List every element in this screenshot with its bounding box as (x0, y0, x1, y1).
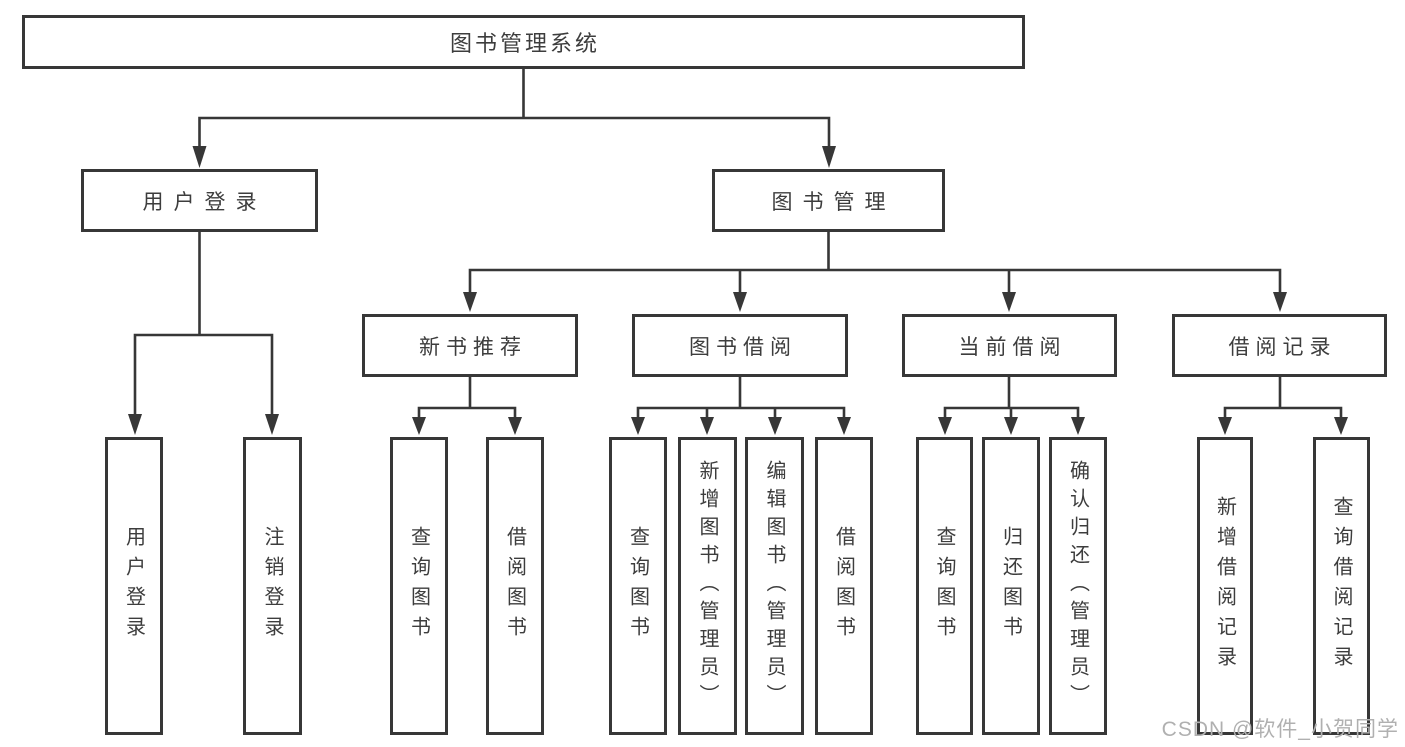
connector-new-book-recommend (417, 374, 517, 421)
node-leaf-query-borrow-record: 查询借阅记录 (1313, 437, 1370, 735)
node-book-borrow: 图书借阅 (632, 314, 848, 377)
connector-current-borrow (943, 374, 1080, 421)
node-leaf-borrow-books-2: 借阅图书 (815, 437, 873, 735)
node-leaf-add-borrow-record: 新增借阅记录 (1197, 437, 1253, 735)
node-user-login-branch: 用户登录 (81, 169, 318, 232)
node-leaf-user-login: 用户登录 (105, 437, 163, 735)
node-leaf-query-books-1: 查询图书 (390, 437, 448, 735)
node-borrow-record: 借阅记录 (1172, 314, 1387, 377)
node-book-management-branch: 图书管理 (712, 169, 945, 232)
node-leaf-return-book: 归还图书 (982, 437, 1040, 735)
node-leaf-confirm-return-admin: 确认归还（管理员） (1049, 437, 1107, 735)
connector-book-borrow (636, 374, 846, 421)
arrowheads (128, 146, 1348, 435)
node-library-management-system: 图书管理系统 (22, 15, 1025, 69)
node-leaf-query-books-3: 查询图书 (916, 437, 973, 735)
node-leaf-query-books-2: 查询图书 (609, 437, 667, 735)
connector-root (198, 67, 831, 150)
node-leaf-logout: 注销登录 (243, 437, 302, 735)
csdn-watermark: CSDN @软件_小贺同学 (1161, 718, 1399, 741)
connector-borrow-record (1223, 374, 1343, 421)
node-new-book-recommend: 新书推荐 (362, 314, 578, 377)
node-leaf-borrow-books-1: 借阅图书 (486, 437, 544, 735)
connector-user-login (133, 229, 274, 418)
node-current-borrow: 当前借阅 (902, 314, 1117, 377)
node-leaf-edit-book-admin: 编辑图书（管理员） (745, 437, 804, 735)
connector-book-management (468, 229, 1282, 296)
node-leaf-add-book-admin: 新增图书（管理员） (678, 437, 737, 735)
